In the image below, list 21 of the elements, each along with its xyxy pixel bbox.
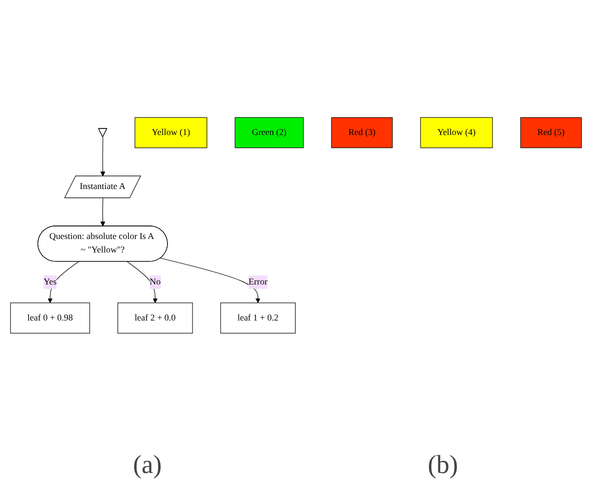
arrow (126, 260, 158, 303)
edge-label: Yes (43, 275, 56, 288)
leaf-box: Red (5) (520, 116, 582, 148)
start-triangle (98, 128, 107, 137)
leaf-box: leaf 1 + 0.2 (220, 302, 296, 334)
leaf-box: leaf 0 + 0.98 (10, 302, 90, 334)
edge-label: Error (248, 275, 267, 288)
leaf-box: Yellow (1) (134, 116, 207, 148)
process-parallelogram: Instantiate A (64, 175, 141, 198)
edge-label: No (149, 275, 160, 288)
leaf-box: leaf 2 + 0.0 (117, 302, 192, 334)
leaf-box: Red (3) (330, 116, 392, 148)
panel-label: (b) (428, 450, 458, 480)
arrow (100, 197, 105, 226)
arrow (160, 258, 260, 303)
leaf-box: Yellow (4) (420, 116, 492, 148)
arrow (100, 136, 105, 176)
question-ellipse: Question: absolute color Is A ~ "Yellow"? (37, 225, 168, 262)
arrow (47, 260, 79, 303)
leaf-box: Green (2) (234, 116, 304, 148)
panel-label: (a) (132, 450, 162, 480)
